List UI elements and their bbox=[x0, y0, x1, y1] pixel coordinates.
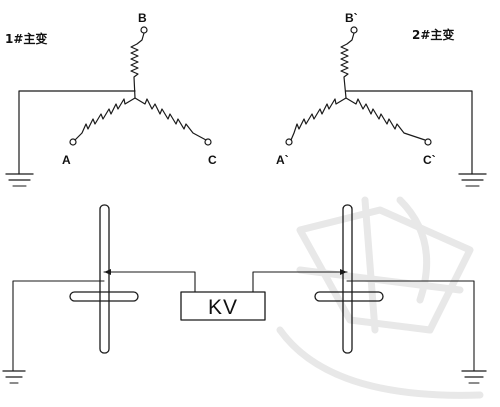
ground-symbol-icon bbox=[458, 173, 487, 187]
transformer-2-terminal-right-label: C` bbox=[423, 153, 436, 167]
right-meter-wire bbox=[252, 271, 348, 293]
ground-symbol-icon bbox=[5, 173, 34, 187]
terminal-circle-icon bbox=[69, 138, 77, 146]
arrow-icon bbox=[104, 269, 111, 275]
left-bushing bbox=[69, 204, 139, 354]
transformer-2: 2#主变 B` A` C` bbox=[276, 11, 487, 187]
ground-symbol-icon bbox=[461, 370, 487, 384]
transformer-1-terminal-left-label: A bbox=[62, 153, 71, 167]
transformer-1-terminal-top-label: B bbox=[138, 11, 147, 25]
terminal-circle-icon bbox=[285, 138, 293, 146]
left-meter-wire bbox=[103, 271, 196, 293]
resistor-zigzag-icon bbox=[74, 97, 136, 141]
transformer-1-terminal-right-label: C bbox=[208, 153, 217, 167]
arrow-icon bbox=[340, 269, 347, 275]
measurement-circuit: KV bbox=[2, 204, 487, 384]
resistor-zigzag-icon bbox=[134, 97, 207, 141]
right-bushing bbox=[314, 204, 384, 354]
resistor-zigzag-icon bbox=[345, 97, 426, 141]
resistor-zigzag-icon bbox=[340, 32, 355, 99]
transformer-1: 1#主变 B A C bbox=[5, 11, 217, 187]
kv-meter: KV bbox=[180, 291, 266, 321]
neutral-wire bbox=[345, 90, 473, 175]
terminal-circle-icon bbox=[424, 138, 432, 146]
transformer-1-title: 1#主变 bbox=[5, 31, 47, 46]
ground-symbol-icon bbox=[2, 370, 26, 384]
transformer-2-terminal-top-label: B` bbox=[345, 11, 358, 25]
terminal-circle-icon bbox=[140, 26, 148, 34]
resistor-zigzag-icon bbox=[130, 32, 145, 99]
resistor-zigzag-icon bbox=[290, 97, 347, 141]
terminal-circle-icon bbox=[350, 26, 358, 34]
left-ground-wire bbox=[12, 280, 105, 372]
transformer-2-terminal-left-label: A` bbox=[276, 153, 289, 167]
watermark bbox=[276, 196, 484, 399]
right-ground-wire bbox=[346, 280, 475, 372]
kv-meter-label: KV bbox=[208, 296, 238, 319]
terminal-circle-icon bbox=[204, 138, 212, 146]
neutral-wire bbox=[18, 90, 136, 175]
transformer-2-title: 2#主变 bbox=[412, 27, 454, 42]
